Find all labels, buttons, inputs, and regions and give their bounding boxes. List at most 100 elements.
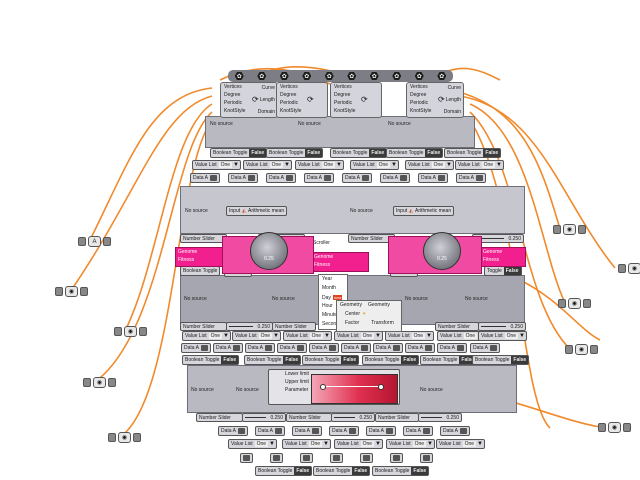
toggle-value[interactable]: False [352, 467, 370, 475]
input-vertices[interactable]: Vertices [224, 84, 242, 90]
data-area[interactable]: Data A [228, 173, 259, 183]
data-area[interactable] [330, 453, 343, 463]
dropdown-arrow-icon[interactable]: ▼ [269, 441, 275, 447]
boolean-toggle[interactable]: Boolean Toggle False [266, 148, 324, 158]
data-area[interactable]: Data A [292, 426, 323, 436]
input-periodic[interactable]: Periodic [334, 100, 353, 106]
data-area[interactable]: Data A [309, 343, 340, 353]
input-vertices[interactable]: Vertices [334, 84, 352, 90]
menu-item-second[interactable]: Second [322, 321, 339, 327]
number-slider[interactable]: 0.250 [418, 413, 462, 422]
number-slider[interactable]: Number Slider [196, 413, 243, 422]
top-icon-header[interactable]: ✿ ✿ ✿ ✿ ✿ ✿ ✿ ✿ ✿ ✿ [228, 70, 453, 82]
dropdown-arrow-icon[interactable]: ▼ [223, 333, 229, 339]
dropdown-arrow-icon[interactable]: ▼ [496, 162, 502, 168]
value-list-selected[interactable]: One [360, 441, 375, 447]
data-area[interactable]: Data A [456, 173, 487, 183]
data-area[interactable] [360, 453, 373, 463]
toggle-value[interactable]: False [283, 356, 301, 364]
data-area[interactable]: Data A [341, 343, 372, 353]
toggle-value[interactable]: False [341, 356, 359, 364]
dropdown-arrow-icon[interactable]: ▼ [519, 333, 525, 339]
toggle-value[interactable]: False [411, 467, 429, 475]
number-slider[interactable]: Number Slider [180, 234, 227, 243]
dropdown-arrow-icon[interactable]: ▼ [324, 333, 330, 339]
toggle-value[interactable]: False [511, 356, 529, 364]
value-list[interactable]: Value List One ▼ [350, 160, 399, 170]
value-list[interactable]: Value List One ▼ [295, 160, 344, 170]
data-area[interactable]: Data A [304, 173, 335, 183]
input-periodic[interactable]: Periodic [280, 100, 299, 106]
input-knotstyle[interactable]: KnotStyle [224, 108, 246, 114]
toggle-value[interactable]: False [503, 267, 521, 275]
value-list-selected[interactable]: One [412, 441, 427, 447]
dropdown-arrow-icon[interactable]: ▼ [446, 162, 452, 168]
data-area[interactable]: Data A [218, 426, 249, 436]
number-slider[interactable]: Number Slider [286, 413, 332, 422]
number-slider[interactable]: 0.250 [226, 322, 273, 331]
floating-param-node[interactable]: ◉ [114, 326, 147, 337]
number-slider[interactable]: Number Slider [180, 322, 227, 331]
data-area[interactable]: Data A [245, 343, 276, 353]
genome-block-right[interactable]: Genome Fitness [480, 247, 526, 267]
value-list-selected[interactable]: One [376, 162, 391, 168]
upper-limit-input[interactable]: Upper limit [285, 379, 309, 385]
slider-track[interactable] [245, 417, 267, 418]
genome-block-left[interactable]: Genome Fitness [175, 247, 225, 267]
input-degree[interactable]: Degree [280, 92, 297, 98]
toggle-value[interactable]: False [294, 467, 312, 475]
input-knotstyle[interactable]: KnotStyle [410, 108, 432, 114]
toggle-value[interactable]: False [459, 356, 477, 364]
floating-param-node[interactable]: ◉ [83, 377, 116, 388]
output-curve[interactable]: Curve [261, 85, 275, 91]
data-area[interactable]: Data A [440, 426, 471, 436]
number-slider[interactable]: Number Slider [272, 322, 316, 331]
data-area[interactable]: Data A [403, 426, 434, 436]
input-periodic[interactable]: Periodic [410, 100, 429, 106]
boolean-toggle[interactable]: Boolean Toggle False [210, 148, 268, 158]
input-arithmetic-mean[interactable]: Input ◭ Arithmetic mean [393, 206, 455, 216]
data-area[interactable]: Data A [418, 173, 449, 183]
floating-param-node[interactable]: ◉ [618, 263, 640, 274]
menu-item-minute[interactable]: Minute [322, 312, 338, 318]
dropdown-arrow-icon[interactable]: ▼ [233, 162, 239, 168]
floating-param-node[interactable]: ◉ [55, 286, 88, 297]
curve-component[interactable]: Vertices Degree Periodic KnotStyle ⟳ Cur… [220, 82, 278, 118]
boolean-toggle[interactable]: Boolean Toggle False [330, 148, 388, 158]
boolean-toggle[interactable]: Boolean Toggle False [386, 148, 444, 158]
boolean-toggle[interactable]: Boolean Toggle [180, 266, 221, 276]
value-list-selected[interactable]: One [308, 441, 323, 447]
floating-param-node[interactable]: A [78, 236, 111, 247]
input-vertices[interactable]: Vertices [410, 84, 428, 90]
parameter-input[interactable]: Parameter [285, 387, 309, 393]
dropdown-arrow-icon[interactable]: ▼ [284, 162, 290, 168]
value-list[interactable]: Value List One ▼ [243, 160, 292, 170]
data-area[interactable] [390, 453, 403, 463]
data-area[interactable]: Data A [470, 343, 501, 353]
data-area[interactable] [420, 453, 433, 463]
curve-component[interactable]: Vertices Degree Periodic KnotStyle ⟳ [330, 82, 382, 118]
boolean-toggle[interactable]: Boolean Toggle False [444, 148, 502, 158]
value-list-selected[interactable]: One [463, 333, 478, 339]
data-area[interactable]: Data A [255, 426, 286, 436]
value-list-selected[interactable]: One [309, 333, 324, 339]
boolean-toggle[interactable]: Toggle False [484, 266, 522, 276]
dropdown-arrow-icon[interactable]: ▼ [375, 441, 381, 447]
value-list-selected[interactable]: One [254, 441, 269, 447]
curve-component[interactable]: Vertices Degree Periodic KnotStyle ⟳ Cur… [406, 82, 464, 118]
dropdown-arrow-icon[interactable]: ▼ [273, 333, 279, 339]
slider-track[interactable] [481, 326, 507, 327]
input-degree[interactable]: Degree [410, 92, 427, 98]
slider-track[interactable] [334, 417, 356, 418]
output-curve[interactable]: Curve [447, 85, 461, 91]
